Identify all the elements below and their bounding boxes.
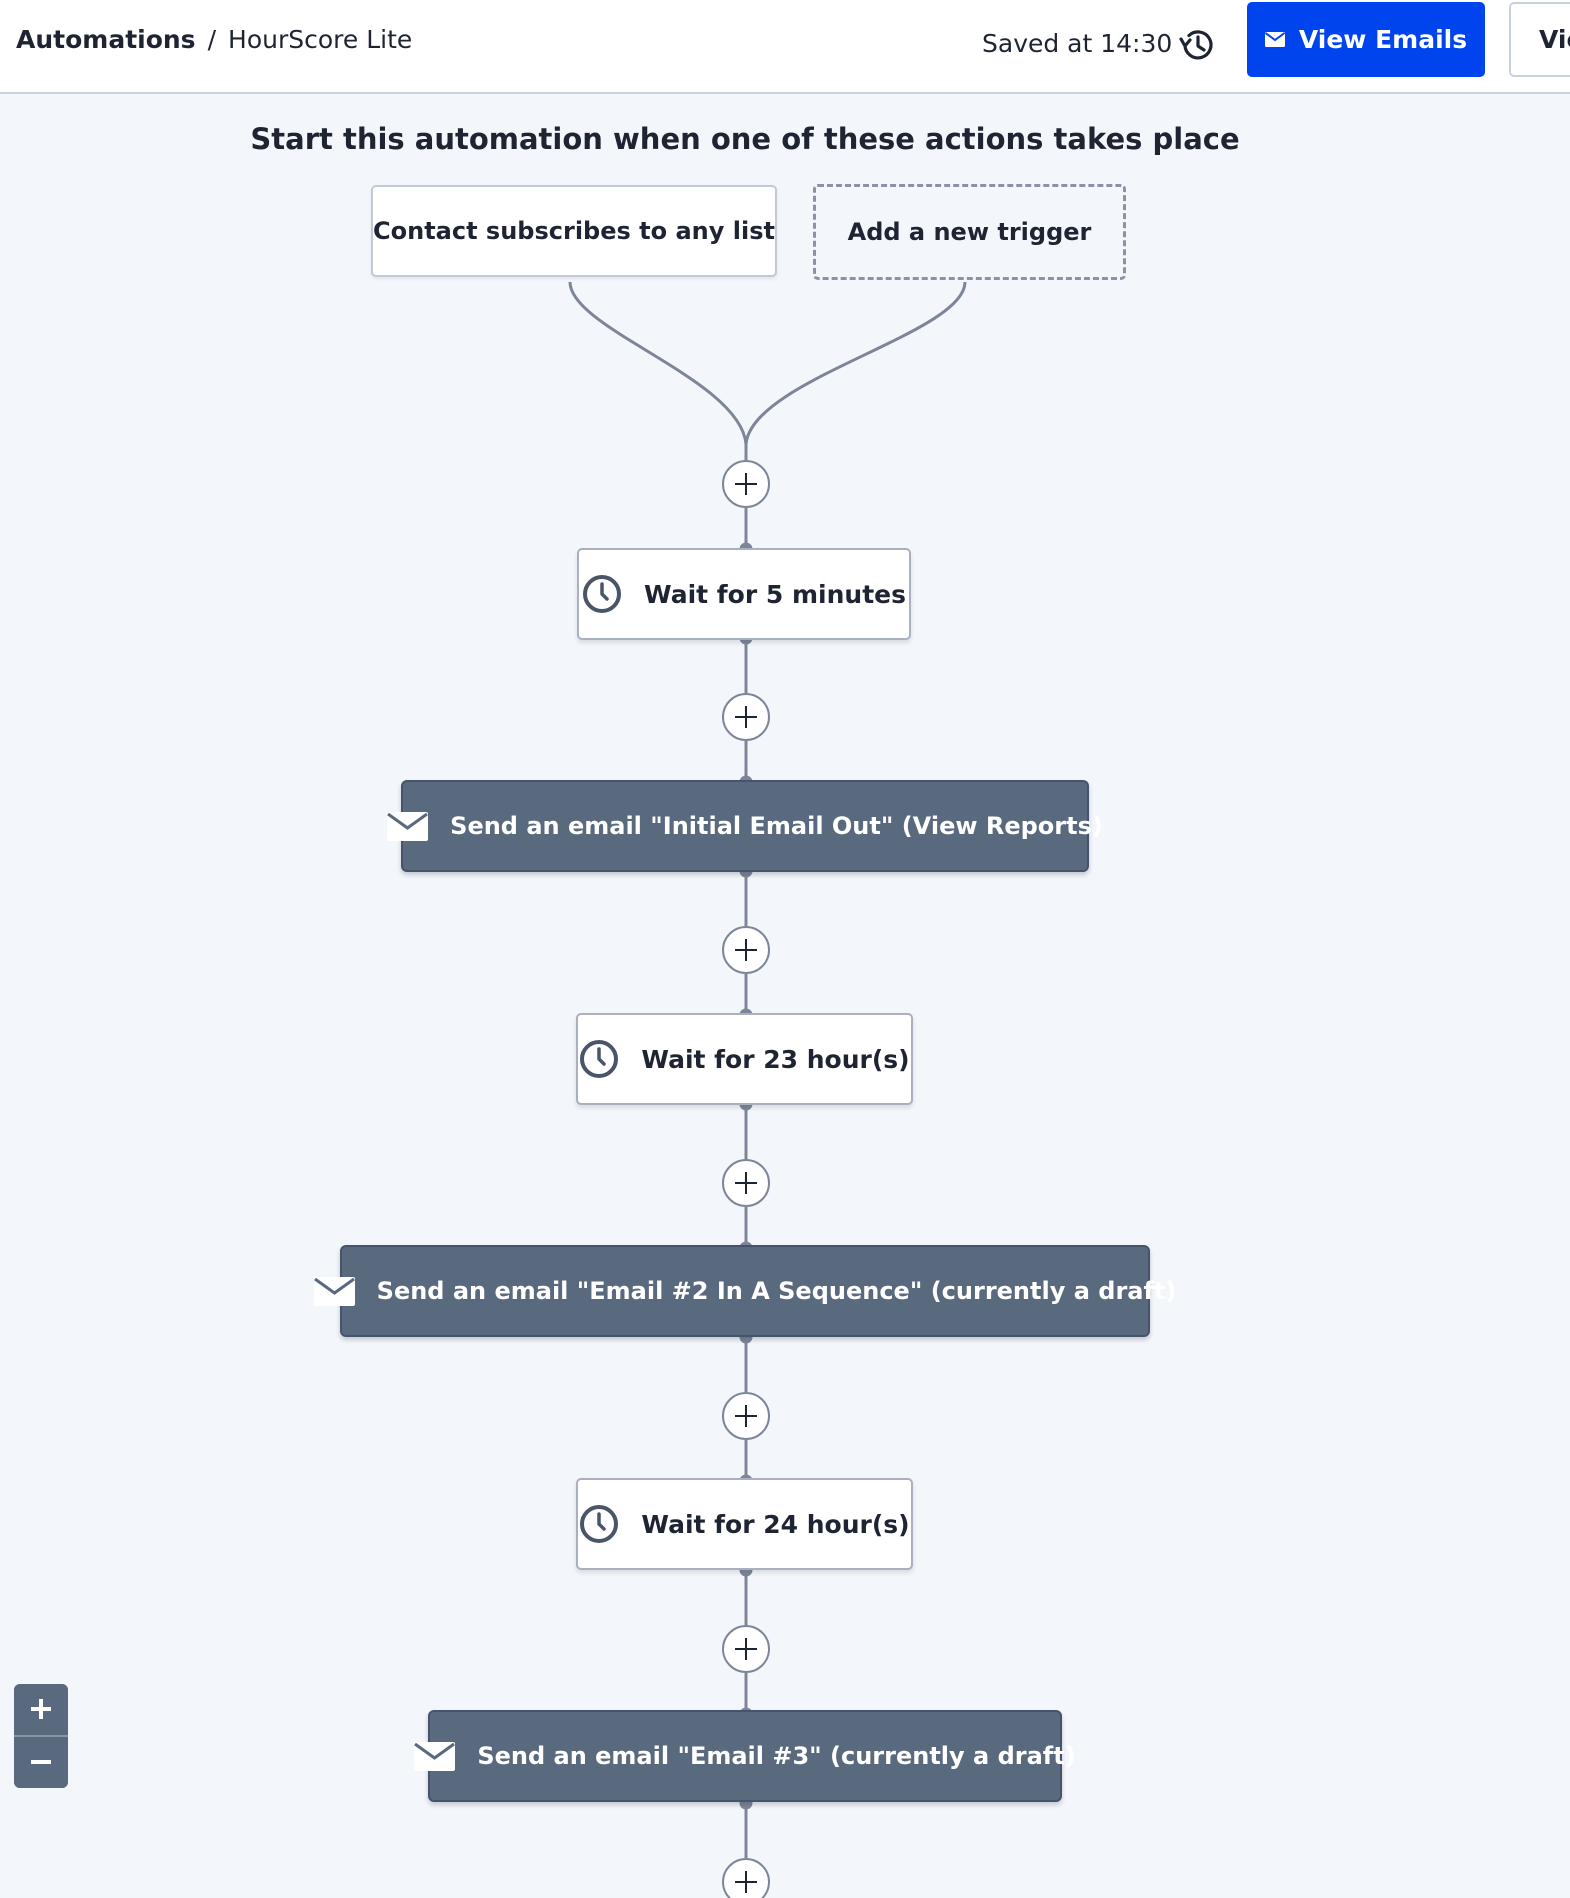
- trigger-contact-subscribes[interactable]: Contact subscribes to any list: [371, 185, 777, 277]
- wait-step-label: Wait for 23 hour(s): [641, 1044, 910, 1074]
- add-step-button[interactable]: [722, 1392, 770, 1440]
- breadcrumb-current-page: HourScore Lite: [228, 25, 413, 54]
- clock-icon: [580, 1505, 619, 1543]
- envelope-icon: [414, 1741, 456, 1771]
- add-new-trigger-button[interactable]: Add a new trigger: [813, 184, 1126, 280]
- add-step-button[interactable]: [722, 693, 770, 741]
- envelope-icon: [313, 1276, 355, 1306]
- email-step-label: Send an email "Initial Email Out" (View …: [450, 812, 1103, 840]
- zoom-in-button[interactable]: [14, 1684, 68, 1735]
- trigger-label: Add a new trigger: [847, 218, 1092, 246]
- flow-connectors: [568, 281, 967, 1858]
- breadcrumb-separator: /: [207, 25, 217, 54]
- plus-icon: [31, 1699, 51, 1719]
- wait-step-5-minutes[interactable]: Wait for 5 minutes: [577, 548, 911, 640]
- add-step-button[interactable]: [722, 1858, 770, 1898]
- add-step-button[interactable]: [722, 1625, 770, 1673]
- zoom-controls: [14, 1684, 68, 1788]
- add-step-button[interactable]: [722, 460, 770, 508]
- envelope-icon: [387, 811, 429, 841]
- breadcrumb: Automations / HourScore Lite: [16, 22, 412, 58]
- clock-icon: [580, 1040, 619, 1078]
- history-button[interactable]: [1176, 24, 1218, 66]
- wait-step-23-hours[interactable]: Wait for 23 hour(s): [576, 1013, 913, 1105]
- email-step-label: Send an email "Email #2 In A Sequence" (…: [376, 1277, 1177, 1305]
- envelope-icon: [1264, 32, 1285, 47]
- saved-status: Saved at 14:30: [982, 29, 1173, 58]
- add-step-button[interactable]: [722, 926, 770, 974]
- automation-canvas[interactable]: Start this automation when one of these …: [0, 94, 1570, 1898]
- history-icon: [1179, 30, 1213, 60]
- add-step-button[interactable]: [722, 1159, 770, 1207]
- top-bar: Automations / HourScore Lite Saved at 14:3…: [0, 0, 1570, 94]
- email-step-label: Send an email "Email #3" (currently a dr…: [477, 1742, 1076, 1770]
- clock-icon: [583, 575, 622, 613]
- zoom-out-button[interactable]: [14, 1737, 68, 1788]
- view-button-cut-off[interactable]: Vie: [1509, 2, 1570, 77]
- email-step-email-3[interactable]: Send an email "Email #3" (currently a dr…: [414, 1710, 1076, 1802]
- zoom-divider: [14, 1735, 68, 1737]
- automation-start-heading: Start this automation when one of these …: [250, 122, 1240, 156]
- view-emails-button[interactable]: View Emails: [1247, 2, 1485, 77]
- email-step-email-2-in-a-sequence[interactable]: Send an email "Email #2 In A Sequence" (…: [313, 1245, 1176, 1337]
- view-emails-label: View Emails: [1298, 25, 1468, 54]
- wait-step-label: Wait for 24 hour(s): [641, 1509, 910, 1539]
- minus-icon: [31, 1760, 51, 1764]
- trigger-label: Contact subscribes to any list: [373, 217, 775, 245]
- email-step-initial-email-out[interactable]: Send an email "Initial Email Out" (View …: [387, 780, 1103, 872]
- breadcrumb-automations-link[interactable]: Automations: [16, 25, 196, 54]
- wait-step-label: Wait for 5 minutes: [644, 579, 906, 609]
- view-button-label: Vie: [1539, 25, 1570, 54]
- wait-step-24-hours[interactable]: Wait for 24 hour(s): [576, 1478, 913, 1570]
